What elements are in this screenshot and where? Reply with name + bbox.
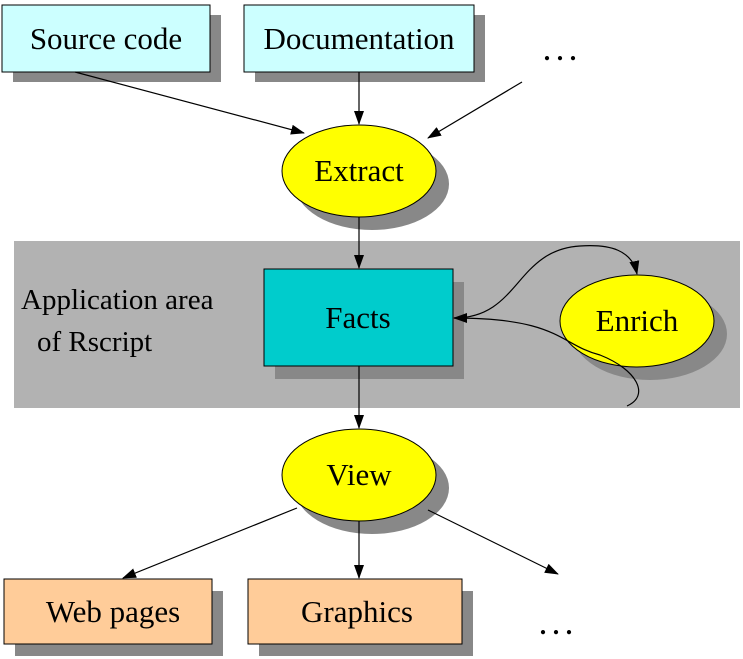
documentation-box (243, 4, 475, 73)
web-pages-box (3, 578, 213, 645)
application-area-line1: Application area (21, 284, 214, 316)
extract-label: Extract (314, 153, 404, 188)
documentation-label: Documentation (263, 21, 455, 56)
arrow-enrich-loop-upper (453, 245, 640, 319)
facts-label: Facts (325, 300, 390, 335)
graphics-label: Graphics (301, 594, 413, 629)
enrich-label: Enrich (596, 303, 679, 338)
arrow-more-to-extract (427, 81, 523, 139)
graphics-box (247, 578, 463, 645)
application-area-line2: of Rscript (37, 326, 152, 358)
arrow-enrich-to-facts-lower (453, 313, 640, 407)
arrows (74, 71, 640, 579)
web-pages-label: Web pages (46, 594, 180, 629)
source-code-box (1, 4, 211, 73)
enrich-ellipse (559, 274, 715, 368)
arrow-view-to-more (427, 509, 559, 575)
source-code-label: Source code (30, 21, 182, 56)
outputs-more-label: ... (539, 602, 578, 642)
view-label: View (326, 457, 392, 492)
arrow-source-to-extract (74, 71, 305, 135)
inputs-more-label: ... (543, 28, 582, 68)
arrow-view-to-web-pages (122, 507, 298, 579)
